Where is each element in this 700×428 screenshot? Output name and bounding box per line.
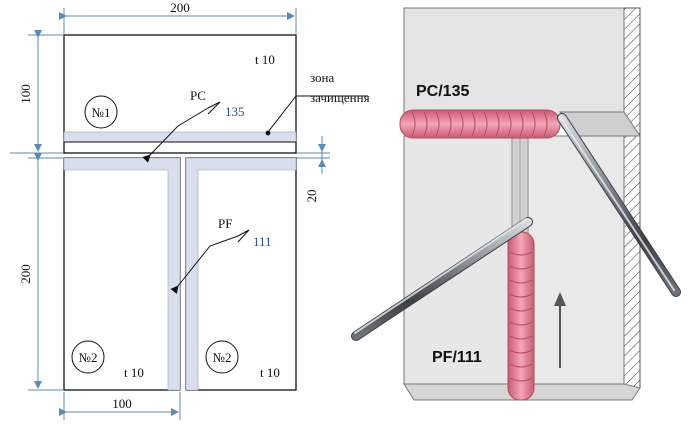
- dim-top-width: 200: [170, 0, 190, 15]
- dim-gap: 20: [304, 190, 319, 203]
- electrode-rod-pf: [351, 217, 533, 341]
- vertical-weld-bead: [507, 231, 535, 401]
- lower-left-plate: [403, 135, 513, 385]
- cleaning-zone-label-line1: зона: [310, 70, 335, 85]
- cleaning-zone-plate1: [63, 131, 297, 143]
- upper-plate: [403, 7, 625, 123]
- plate-edge-hatched: [623, 7, 641, 393]
- plate-2-right-number-circle: [205, 340, 239, 374]
- lower-right-plate: [527, 135, 625, 385]
- cleaning-zone-plate2-left: [63, 157, 181, 391]
- weld-symbol-pc-process: 135: [225, 104, 245, 119]
- dim-bottom-width: 100: [112, 396, 132, 411]
- plate-2-right-number: №2: [213, 350, 232, 365]
- weld-symbol-pc-position: PC: [190, 88, 206, 103]
- extension-lines: [10, 8, 330, 420]
- plate-2-left-number: №2: [79, 350, 98, 365]
- weld-symbol-pf-position: PF: [218, 216, 232, 231]
- plate-2-left: №2 t 10: [63, 157, 181, 391]
- cleaning-zone-plate2-right: [185, 157, 297, 391]
- photo-label-pf111: PF/111: [432, 349, 482, 366]
- plate-2-right-thickness: t 10: [260, 365, 280, 380]
- dim-left-height-bottom: 200: [18, 264, 33, 284]
- horizontal-weld-bead: [399, 109, 561, 139]
- electrode-rod-pc: [557, 113, 681, 297]
- dim-left-height-top: 100: [18, 84, 33, 104]
- plate-2-right: №2 t 10: [185, 157, 297, 391]
- plate-1-thickness: t 10: [255, 52, 275, 67]
- weld-symbol-pf: PF 111: [170, 216, 272, 294]
- weld-symbol-pf-process: 111: [253, 234, 272, 249]
- dimension-lines: [34, 12, 326, 416]
- welding-direction-arrow: [554, 292, 566, 368]
- plate-1-number-circle: [84, 95, 118, 129]
- weld-symbol-pc: PC 135: [142, 88, 245, 163]
- weld-illustration: PC/135 PF/111: [351, 7, 681, 401]
- technical-drawing: 200 100 200 20 100 №1 t 10 №2 t 10 №2: [10, 0, 370, 420]
- cleaning-zone-label-line2: зачищення: [310, 90, 370, 105]
- plate-1: №1 t 10: [63, 34, 297, 154]
- photo-label-pc135: PC/135: [416, 83, 469, 100]
- plate-1-number: №1: [92, 105, 111, 120]
- plate-2-left-number-circle: [71, 340, 105, 374]
- cleaning-zone-callout: зона зачищення: [265, 70, 370, 136]
- plate-2-left-thickness: t 10: [124, 365, 144, 380]
